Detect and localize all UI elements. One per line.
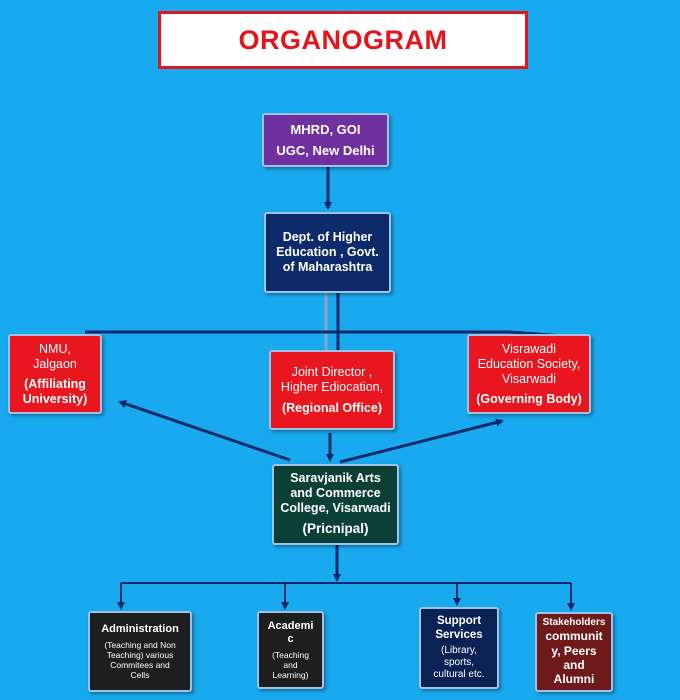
node-college-line2: and Commerce [290, 486, 381, 501]
node-academic-line2: c [287, 632, 294, 645]
node-dept-line1: Dept. of Higher [282, 230, 373, 244]
node-academic-line3: (Teaching [272, 649, 309, 660]
node-college-line1: Saravjanik Arts [290, 471, 381, 486]
node-stakeholders: Stakeholders communit y, Peers and Alumn… [535, 612, 613, 692]
node-joint-director: Joint Director , Higher Ediocation, (Reg… [269, 350, 395, 430]
node-mhrd: MHRD, GOI UGC, New Delhi [262, 113, 389, 167]
node-academic-line1: Academi [267, 619, 314, 632]
node-support-line4: sports, [443, 656, 474, 668]
node-joint-line2: Higher Ediocation, [280, 379, 384, 394]
node-dept-higher-education: Dept. of Higher Education , Govt. of Mah… [264, 212, 391, 293]
page-title: ORGANOGRAM [238, 24, 448, 55]
node-admin-line2: (Teaching and Non [104, 639, 176, 650]
node-college: Saravjanik Arts and Commerce College, Vi… [272, 464, 399, 545]
node-nmu-line3: (Affiliating [24, 376, 86, 391]
node-nmu-line4: University) [22, 391, 88, 406]
node-college-line4: (Pricnipal) [302, 521, 369, 537]
node-support-line5: cultural etc. [433, 668, 485, 680]
node-college-line3: College, Visarwadi [280, 501, 391, 516]
node-society-line1: Visrawadi [502, 341, 556, 356]
connector-college-society [339, 418, 504, 464]
node-administration: Administration (Teaching and Non Teachin… [88, 611, 192, 692]
node-nmu-line2: Jalgaon [33, 356, 77, 371]
node-admin-line4: Commitees and [110, 660, 170, 671]
node-society-line3: Visarwadi [502, 371, 556, 386]
node-society-line4: (Governing Body) [476, 391, 582, 406]
node-admin-line3: Teaching) various [106, 649, 174, 660]
title-box: ORGANOGRAM [158, 11, 528, 69]
node-dept-line2: Education , Govt. [276, 245, 379, 259]
node-stakeholders-line2: communit [545, 629, 603, 644]
node-admin-line1: Administration [101, 622, 179, 635]
node-society-line2: Education Society, [477, 356, 581, 371]
node-mhrd-line2: UGC, New Delhi [276, 142, 375, 158]
node-support-services: Support Services (Library, sports, cultu… [419, 607, 499, 689]
node-nmu: NMU, Jalgaon (Affiliating University) [8, 334, 102, 414]
node-stakeholders-line5: Alumni [553, 672, 595, 687]
node-joint-line1: Joint Director , [291, 364, 373, 379]
node-stakeholders-line1: Stakeholders [542, 617, 606, 629]
node-joint-line3: (Regional Office) [281, 400, 382, 415]
node-admin-line5: Cells [130, 670, 150, 681]
node-support-line2: Services [435, 629, 483, 641]
node-support-line1: Support [436, 615, 482, 628]
node-mhrd-line1: MHRD, GOI [290, 121, 361, 137]
node-education-society: Visrawadi Education Society, Visarwadi (… [467, 334, 591, 414]
node-academic-line4: and [283, 660, 298, 671]
node-dept-line3: of Maharashtra [282, 260, 373, 274]
node-stakeholders-line4: and [563, 658, 585, 672]
node-academic: Academi c (Teaching and Learning) [257, 611, 324, 689]
node-support-line3: (Library, [441, 644, 477, 656]
connector-college-nmu [118, 400, 291, 462]
node-stakeholders-line3: y, Peers [551, 643, 597, 658]
node-nmu-line1: NMU, [39, 341, 71, 356]
node-academic-line5: Learning) [272, 670, 309, 681]
